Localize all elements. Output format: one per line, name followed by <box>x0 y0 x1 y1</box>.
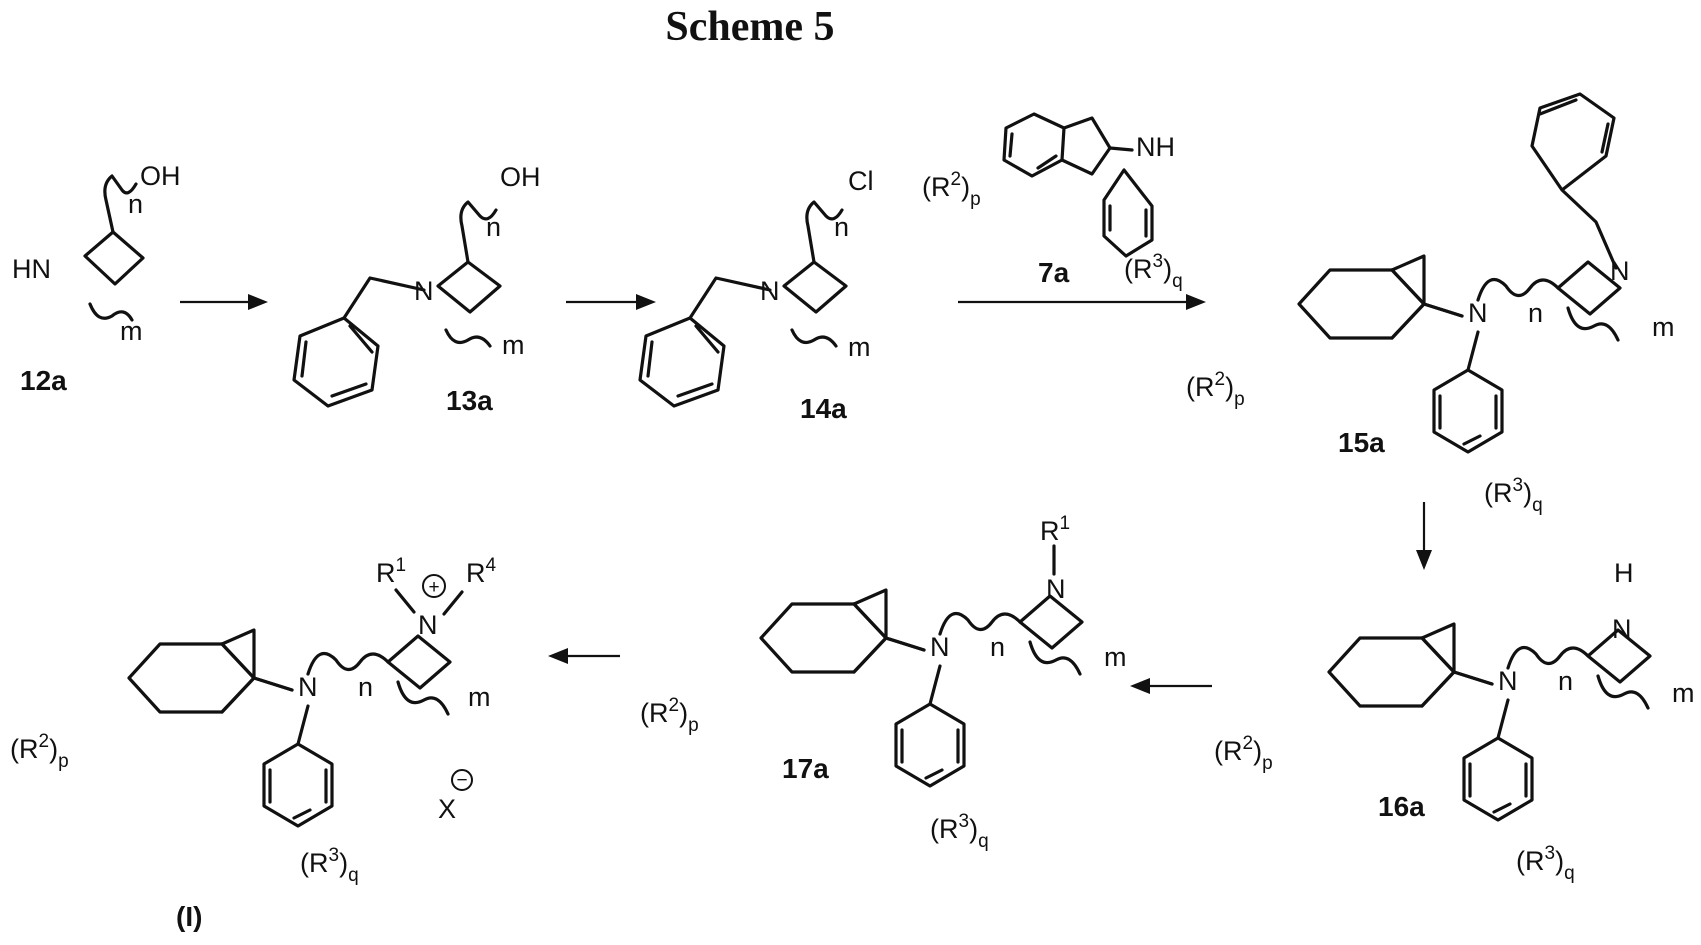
n-atom: N <box>930 632 950 662</box>
aryl-ring <box>1464 700 1532 820</box>
compound-14a: Cl n N m 14a <box>640 166 874 424</box>
reagent-indane-ring <box>1062 118 1110 174</box>
m-index: m <box>848 332 871 362</box>
benzyl-ring <box>294 318 378 406</box>
benzyl-link <box>344 278 424 318</box>
n-index: n <box>358 672 373 702</box>
compound-label-I: (I) <box>176 901 202 932</box>
ring-chain <box>1478 262 1620 340</box>
indane-core <box>1299 256 1462 338</box>
ring-chain <box>308 636 450 714</box>
n-index: n <box>990 632 1005 662</box>
reagent-7a: NH 7a <box>922 114 1183 292</box>
compound-label-13a: 13a <box>446 385 493 416</box>
nh-label: NH <box>1136 132 1175 162</box>
compound-label-16a: 16a <box>1378 791 1425 822</box>
compound-15a: N N n m 15a <box>1186 94 1675 516</box>
indane-core <box>129 630 292 712</box>
oh-label: OH <box>500 162 541 192</box>
ring-n-atom: N <box>1610 256 1630 286</box>
n-index: n <box>1528 298 1543 328</box>
counter-anion: X <box>438 794 456 824</box>
compound-12a: OH n HN m 12a <box>12 161 181 396</box>
arrow-16a-17a <box>1130 678 1212 694</box>
scheme-title: Scheme 5 <box>665 4 834 50</box>
r2p-group <box>1214 733 1273 774</box>
n-atom: N <box>1468 298 1488 328</box>
arrow-12a-13a <box>180 294 268 310</box>
reagent-label-7a: 7a <box>1038 257 1070 288</box>
compound-16a: N N H n m 16a <box>1214 558 1695 884</box>
aryl-ring <box>896 666 964 786</box>
azetidine-ring <box>85 232 143 284</box>
n-atom: N <box>760 276 780 306</box>
m-index: m <box>468 682 491 712</box>
azetidine-ring <box>438 262 500 312</box>
hn-label: HN <box>12 254 51 284</box>
ring-chain <box>940 596 1082 674</box>
r1-group: R1 <box>376 555 406 588</box>
n-atom: N <box>1498 666 1518 696</box>
r2p-group <box>10 731 69 772</box>
n-index: n <box>1558 666 1573 696</box>
ring-chain-m <box>792 330 836 346</box>
arrow-13a-14a <box>566 294 656 310</box>
arrow-17a-I <box>548 648 620 664</box>
cl-label: Cl <box>848 166 874 196</box>
m-index: m <box>502 330 525 360</box>
compound-17a: N N R1 n m 17a <box>640 513 1127 852</box>
aryl-ring <box>1434 332 1502 452</box>
indane-core <box>761 590 924 672</box>
indane-core <box>1329 624 1492 706</box>
ring-n-atom: N <box>1612 614 1632 644</box>
arrow-15a-16a <box>1416 502 1432 570</box>
r3q-group <box>300 845 359 886</box>
reagent-phenyl <box>1104 170 1152 256</box>
r2p-group <box>1186 369 1245 410</box>
n-atom: N <box>298 672 318 702</box>
r3q-group <box>1516 843 1575 884</box>
compound-label-12a: 12a <box>20 365 67 396</box>
aryl-ring <box>264 706 332 826</box>
n-index: n <box>486 212 501 242</box>
reagent-nh-bond <box>1110 148 1132 150</box>
r4-group: R4 <box>466 555 497 588</box>
compound-I: N N + R1 R4 n m X − (I) <box>10 555 497 932</box>
ring-n-atom: N <box>1046 574 1066 604</box>
r3q-group <box>1484 475 1543 516</box>
r2p-group <box>640 695 699 736</box>
compound-label-15a: 15a <box>1338 427 1385 458</box>
compound-label-14a: 14a <box>800 393 847 424</box>
r1-group: R1 <box>1040 513 1070 546</box>
n-atom: N <box>414 276 434 306</box>
oh-label: OH <box>140 161 181 191</box>
benzyl-link <box>690 278 770 318</box>
reagent-indane-benzo <box>1004 114 1064 176</box>
m-index: m <box>120 316 143 346</box>
plus-sign: + <box>428 577 439 598</box>
azetidine-ring <box>784 262 846 312</box>
compound-label-17a: 17a <box>782 753 829 784</box>
r2p-group <box>922 169 981 210</box>
n-index: n <box>834 212 849 242</box>
arrow-14a-15a <box>958 294 1206 310</box>
m-index: m <box>1672 678 1695 708</box>
benzyl-group <box>1532 94 1616 268</box>
compound-13a: OH n N m 13a <box>294 162 541 416</box>
minus-sign: − <box>456 770 467 791</box>
m-index: m <box>1652 312 1675 342</box>
m-index: m <box>1104 642 1127 672</box>
h-atom: H <box>1614 558 1634 588</box>
r3q-group <box>930 811 989 852</box>
r3q-group <box>1124 251 1183 292</box>
quaternary-n-atom: N <box>418 610 438 640</box>
benzyl-ring <box>640 318 724 406</box>
n-index: n <box>128 189 143 219</box>
ring-chain-m <box>446 330 490 346</box>
